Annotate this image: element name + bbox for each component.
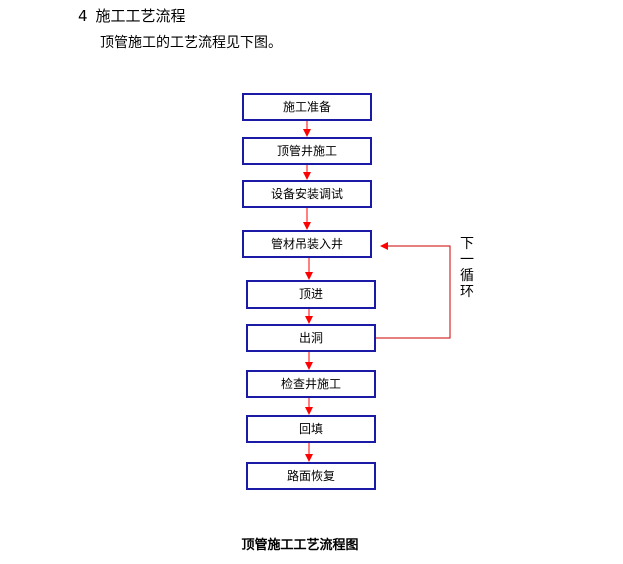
flow-step-label: 出洞 [298,331,323,345]
flow-step-inspection-well: 检查井施工 [246,370,376,398]
flow-step-label: 顶管井施工 [276,144,337,158]
flow-step-label: 管材吊装入井 [270,237,343,251]
flow-step-label: 设备安装调试 [270,187,343,201]
section-heading: 4 施工工艺流程 [78,6,186,26]
flow-step-label: 检查井施工 [280,377,341,391]
flow-step-label: 施工准备 [282,100,331,114]
loop-back-line [376,242,451,339]
loop-label-char: 循 [460,268,474,284]
loop-label: 下 一 循 环 [459,236,475,300]
flow-step-exit: 出洞 [246,324,376,352]
flow-step-pipe-lowering: 管材吊装入井 [242,230,372,258]
flow-step-jacking-shaft: 顶管井施工 [242,137,372,165]
flow-step-prep: 施工准备 [242,93,372,121]
loop-label-char: 下 [460,236,474,252]
loop-label-char: 环 [460,284,474,300]
intro-text: 顶管施工的工艺流程见下图。 [100,35,282,51]
section-number: 4 [78,7,88,25]
loop-label-char: 一 [460,252,474,268]
flow-step-equipment-setup: 设备安装调试 [242,180,372,208]
flow-step-backfill: 回填 [246,415,376,443]
flow-step-road-restoration: 路面恢复 [246,462,376,490]
flow-step-jacking: 顶进 [246,280,376,309]
flow-step-label: 顶进 [298,287,323,301]
figure-caption: 顶管施工工艺流程图 [241,538,359,553]
flow-step-label: 回填 [298,422,323,436]
flow-step-label: 路面恢复 [286,469,335,483]
section-title: 施工工艺流程 [95,7,186,25]
